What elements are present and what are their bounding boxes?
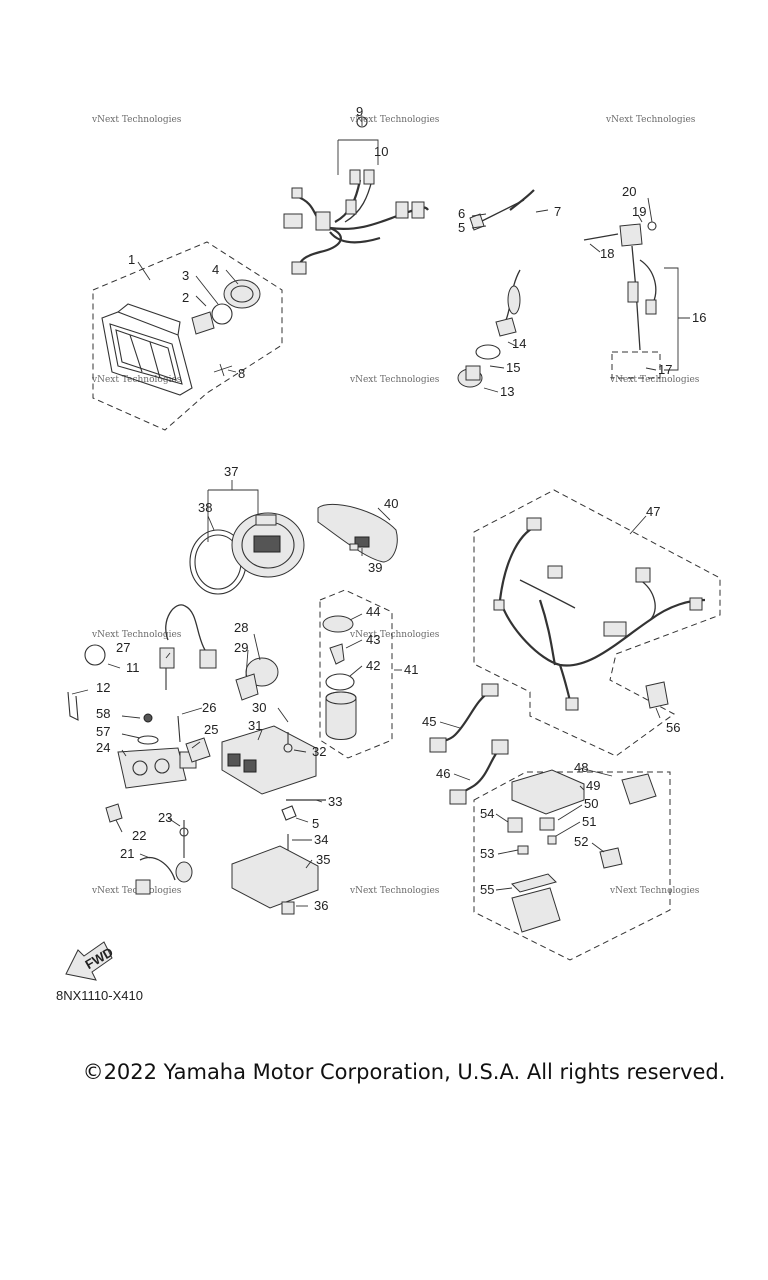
callout-22: 22 [132, 828, 146, 843]
sub-leads-45-46 [429, 683, 509, 805]
callout-40: 40 [384, 496, 398, 511]
callout-12: 12 [96, 680, 110, 695]
callout-33: 33 [328, 794, 342, 809]
callout-10: 10 [374, 144, 388, 159]
callout-16: 16 [692, 310, 706, 325]
callout-52: 52 [574, 834, 588, 849]
callout-37: 37 [224, 464, 238, 479]
callout-46: 46 [436, 766, 450, 781]
ecu-group [177, 715, 317, 795]
callout-6: 6 [458, 206, 465, 221]
sub-harness-top [283, 116, 429, 275]
callout-21: 21 [120, 846, 134, 861]
sensor-assembly [583, 221, 661, 379]
callout-45: 45 [422, 714, 436, 729]
callout-39: 39 [368, 560, 382, 575]
callout-42: 42 [366, 658, 380, 673]
callout-9: 9 [356, 104, 363, 119]
watermark: vNext Technologies [349, 886, 440, 896]
callout-24: 24 [96, 740, 110, 755]
watermark: vNext Technologies [91, 630, 182, 640]
callout-54: 54 [480, 806, 494, 821]
callout-5: 5 [458, 220, 465, 235]
fwd-arrow: FWD [65, 941, 116, 981]
callout-25: 25 [204, 722, 218, 737]
callout-20: 20 [622, 184, 636, 199]
watermark: vNext Technologies [349, 375, 440, 385]
main-switch-assembly [319, 589, 393, 759]
parts-diagram: vNext Technologies vNext Technologies vN… [65, 104, 721, 981]
callout-56: 56 [666, 720, 680, 735]
callout-58: 58 [96, 706, 110, 721]
callout-48: 48 [574, 760, 588, 775]
fwd-label: FWD [83, 944, 116, 972]
callout-36: 36 [314, 898, 328, 913]
leader-lines [71, 118, 690, 907]
fuse-relay-group [473, 769, 671, 961]
meter-assembly [189, 512, 305, 595]
callout-55: 55 [480, 882, 494, 897]
callout-57: 57 [96, 724, 110, 739]
sensor-group-lower [105, 803, 193, 895]
ecu-lower-group [231, 799, 326, 915]
callout-14: 14 [512, 336, 526, 351]
callout-32: 32 [312, 744, 326, 759]
panel-assembly [317, 504, 398, 563]
callout-3: 3 [182, 268, 189, 283]
callout-26: 26 [202, 700, 216, 715]
callout-51: 51 [582, 814, 596, 829]
callout-1: 1 [128, 252, 135, 267]
watermark: vNext Technologies [609, 375, 700, 385]
callout-49: 49 [586, 778, 600, 793]
callout-23: 23 [158, 810, 172, 825]
callout-7: 7 [554, 204, 561, 219]
callout-41: 41 [404, 662, 418, 677]
headlight-assembly [92, 241, 283, 431]
callout-44: 44 [366, 604, 380, 619]
main-harness [473, 489, 721, 757]
callout-34: 34 [314, 832, 328, 847]
copyright-notice: ©2022 Yamaha Motor Corporation, U.S.A. A… [82, 1060, 726, 1084]
callout-11: 11 [126, 660, 140, 675]
callout-8: 8 [238, 366, 245, 381]
callout-28: 28 [234, 620, 248, 635]
callout-19: 19 [632, 204, 646, 219]
callout-15: 15 [506, 360, 520, 375]
callout-labels: 1 2 3 4 5 6 7 8 9 10 11 12 13 14 15 16 1… [96, 104, 706, 913]
diagram-reference-code: 8NX1110-X410 [56, 988, 143, 1003]
callout-53: 53 [480, 846, 494, 861]
callout-13: 13 [500, 384, 514, 399]
callout-27: 27 [116, 640, 130, 655]
callout-17: 17 [658, 362, 672, 377]
cable-and-switch-group [457, 189, 535, 388]
callout-35: 35 [316, 852, 330, 867]
callout-43: 43 [366, 632, 380, 647]
watermark: vNext Technologies [349, 630, 440, 640]
callout-4: 4 [212, 262, 219, 277]
callout-31: 31 [248, 718, 262, 733]
callout-30: 30 [252, 700, 266, 715]
relay-56 [645, 681, 669, 709]
callout-2: 2 [182, 290, 189, 305]
watermark: vNext Technologies [609, 886, 700, 896]
watermark: vNext Technologies [91, 115, 182, 125]
callout-5b: 5 [312, 816, 319, 831]
watermark: vNext Technologies [349, 115, 440, 125]
throttle-actuator-group [117, 713, 197, 789]
callout-18: 18 [600, 246, 614, 261]
callout-50: 50 [584, 796, 598, 811]
callout-38: 38 [198, 500, 212, 515]
callout-47: 47 [646, 504, 660, 519]
watermark: vNext Technologies [605, 115, 696, 125]
callout-29: 29 [234, 640, 248, 655]
